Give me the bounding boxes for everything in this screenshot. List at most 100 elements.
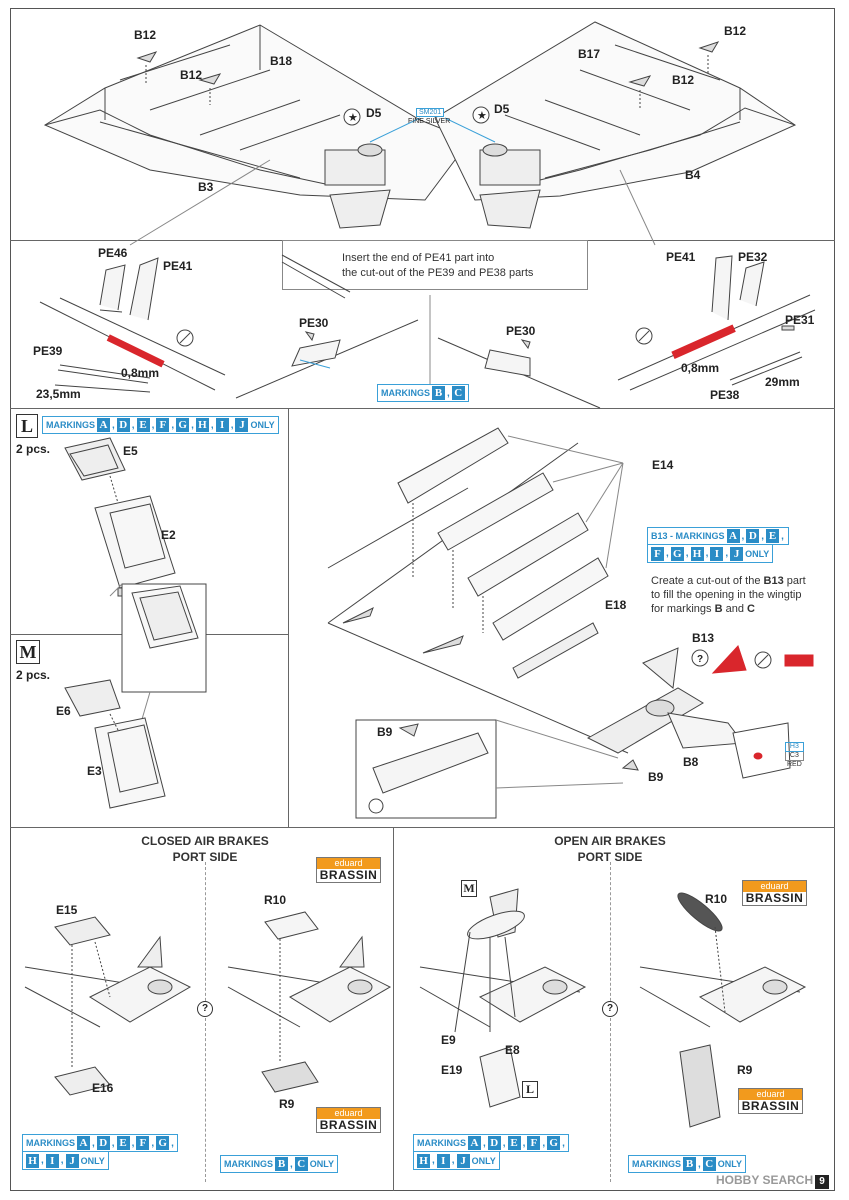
label-e5: E5 xyxy=(123,444,138,458)
note-marking: C xyxy=(747,603,755,615)
marking-letter: F xyxy=(527,1136,541,1150)
markings-suffix: ONLY xyxy=(80,1155,105,1166)
markings-b13: B13 - MARKINGS A, D, E, xyxy=(647,527,789,545)
marking-letter: E xyxy=(116,1136,130,1150)
marking-letter: I xyxy=(436,1153,450,1168)
label-b18: B18 xyxy=(270,54,293,68)
airbrake-assembly-diagrams xyxy=(24,888,807,1128)
markings-label: MARKINGS xyxy=(224,1159,273,1169)
box-M: M xyxy=(16,640,40,664)
marking-letter: I xyxy=(710,546,724,561)
marking-letter: F xyxy=(156,418,170,432)
svg-text:★: ★ xyxy=(348,112,358,124)
label-pe41-right: PE41 xyxy=(666,250,696,264)
label-b4: B4 xyxy=(685,168,701,182)
markings-suffix: ONLY xyxy=(471,1155,496,1166)
markings-label: B13 - MARKINGS xyxy=(651,531,725,541)
closed-airbrakes-title: CLOSED AIR BRAKES PORT SIDE xyxy=(100,833,310,865)
label-pe38: PE38 xyxy=(710,388,740,402)
dash-closed xyxy=(205,862,206,1182)
markings-suffix: ONLY xyxy=(717,1159,742,1169)
brassin-top: eduard xyxy=(743,881,806,892)
marking-letter: D xyxy=(487,1136,501,1150)
brassin-logo-4: eduard BRASSIN xyxy=(738,1088,803,1114)
label-dim-08-left: 0,8mm xyxy=(121,366,160,380)
label-pe31: PE31 xyxy=(785,313,815,327)
marking-letter: A xyxy=(726,529,740,543)
label-b8: B8 xyxy=(683,755,699,769)
paint-code-stack: H3 C3 RED xyxy=(785,742,804,769)
marking-letter: I xyxy=(45,1153,59,1168)
label-b13: B13 xyxy=(692,631,715,645)
pe-instruction-line1: Insert the end of PE41 part into xyxy=(342,252,495,264)
brassin-logo-2: eduard BRASSIN xyxy=(316,1107,381,1133)
markings-adefg-open: MARKINGS A, D, E, F, G, xyxy=(413,1134,569,1152)
note-marking: B xyxy=(714,603,723,615)
marking-letter: J xyxy=(730,546,744,561)
marking-letter: A xyxy=(468,1136,481,1150)
label-e14: E14 xyxy=(652,458,674,472)
note-text: for markings xyxy=(651,603,715,615)
marking-letter: A xyxy=(77,1136,90,1150)
markings-bc-closed: MARKINGS B, C ONLY xyxy=(220,1155,338,1173)
label-pe30-left: PE30 xyxy=(299,316,329,330)
label-e18: E18 xyxy=(605,598,627,612)
svg-text:★: ★ xyxy=(477,110,487,122)
pe-diagrams xyxy=(39,254,816,409)
markings-label: MARKINGS xyxy=(632,1159,681,1169)
wing-assembly-diagram: ? xyxy=(327,427,814,819)
title-line: OPEN AIR BRAKES xyxy=(554,834,666,848)
qty-L: 2 pcs. xyxy=(16,442,51,456)
marking-letter: G xyxy=(547,1136,561,1150)
marking-letter: A xyxy=(97,418,110,432)
page-frame xyxy=(10,8,835,1191)
divider-mid xyxy=(10,827,835,828)
markings-label: MARKINGS xyxy=(381,388,430,398)
box-L: L xyxy=(16,414,38,438)
label-e6: E6 xyxy=(56,704,71,718)
label-r10-a: R10 xyxy=(264,893,287,907)
page-number: 9 xyxy=(815,1175,829,1189)
marking-letter: C xyxy=(451,386,465,400)
label-pe39: PE39 xyxy=(33,344,63,358)
markings-hij-open: H, I, J ONLY xyxy=(413,1152,500,1170)
marking-letter: C xyxy=(294,1157,308,1171)
markings-label: MARKINGS xyxy=(26,1138,75,1148)
marking-letter: E xyxy=(766,529,780,543)
label-e19: E19 xyxy=(441,1063,463,1077)
label-dim-235: 23,5mm xyxy=(36,387,81,401)
airbrake-L-M-diagram xyxy=(64,437,207,809)
markings-b13-row2: F, G, H, I, J ONLY xyxy=(647,545,774,563)
label-e15: E15 xyxy=(56,903,78,917)
marking-letter: H xyxy=(26,1153,39,1168)
svg-text:?: ? xyxy=(697,654,703,665)
label-e16: E16 xyxy=(92,1081,114,1095)
label-b17: B17 xyxy=(578,47,601,61)
label-b12-c: B12 xyxy=(724,24,747,38)
brassin-top: eduard xyxy=(317,858,380,869)
pe-instruction-line2: the cut-out of the PE39 and PE38 parts xyxy=(342,267,534,279)
marking-letter: H xyxy=(195,418,209,432)
note-text: part xyxy=(783,575,806,587)
left-wing-outline xyxy=(43,24,471,201)
label-dim-08-right: 0,8mm xyxy=(681,361,720,375)
paint-code: H3 xyxy=(785,742,804,752)
marking-letter: H xyxy=(690,546,704,561)
label-pe30-right: PE30 xyxy=(506,324,536,338)
brassin-top: eduard xyxy=(317,1108,380,1119)
marking-letter: B xyxy=(683,1157,696,1171)
marking-letter: J xyxy=(65,1153,79,1168)
paint-code: C3 xyxy=(785,752,804,761)
label-b3: B3 xyxy=(198,180,214,194)
markings-suffix: ONLY xyxy=(745,548,770,559)
brassin-bottom: BRASSIN xyxy=(739,1100,802,1113)
label-dim-29: 29mm xyxy=(765,375,800,389)
label-pe41-left: PE41 xyxy=(163,259,193,273)
watermark: HOBBY SEARCH xyxy=(716,1173,814,1187)
label-b12-d: B12 xyxy=(672,73,695,87)
marking-letter: B xyxy=(275,1157,288,1171)
markings-bc-pe: MARKINGS B, C xyxy=(377,384,469,402)
note-text: Create a cut-out of the xyxy=(651,575,764,587)
label-e3: E3 xyxy=(87,764,102,778)
wing-diagram-top: ★ ★ xyxy=(43,21,797,246)
